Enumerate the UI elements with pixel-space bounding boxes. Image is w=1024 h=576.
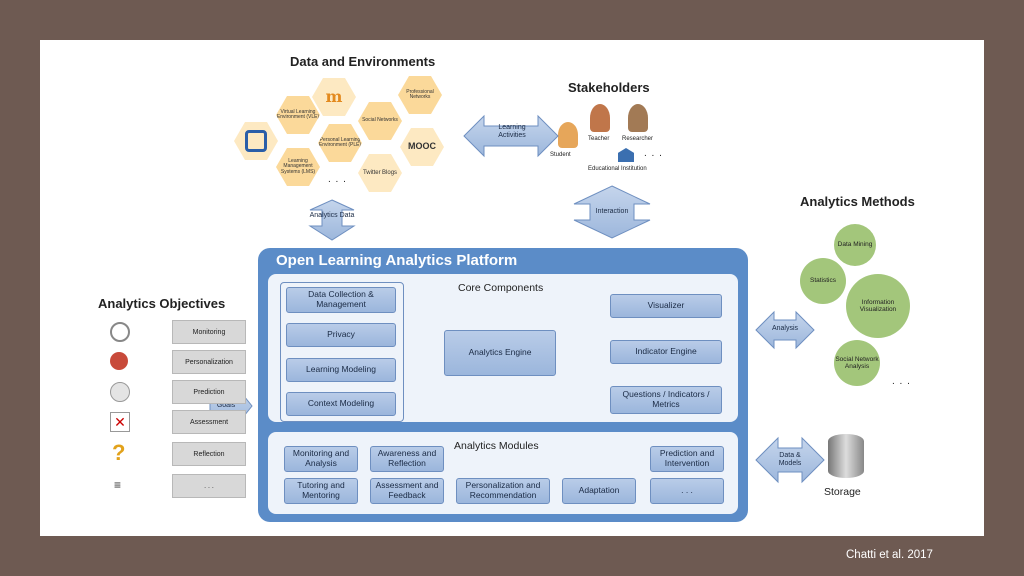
twitter-label: Twitter [362, 169, 381, 176]
stakeholders-title: Stakeholders [568, 80, 650, 95]
core-privacy: Privacy [286, 323, 396, 347]
module-assessment: Assessment and Feedback [370, 478, 444, 504]
researcher-icon [628, 104, 648, 132]
learning-activities-arrow [463, 114, 559, 158]
mooc-label: MOOC [408, 141, 436, 152]
teacher-icon [590, 104, 610, 132]
interaction-arrow [573, 185, 651, 239]
hex-vle: Virtual Learning Environment (VLE) [276, 96, 320, 134]
core-visualizer: Visualizer [610, 294, 722, 318]
slide: Data and Environments Virtual Learning E… [40, 40, 984, 536]
moodle-icon: m [325, 87, 343, 107]
hex-mooc: MOOC [400, 128, 444, 166]
analysis-arrow [755, 310, 815, 350]
hex-twitter-blogs: Twitter Blogs [358, 154, 402, 192]
interaction-label: Interaction [595, 208, 629, 215]
data-models-label: Data & Models [778, 452, 802, 468]
goals-label: Goals [216, 402, 236, 409]
target-icon [110, 352, 128, 370]
core-title: Core Components [458, 282, 544, 294]
objective-monitoring: Monitoring [172, 320, 246, 344]
institution-label: Educational Institution [588, 166, 647, 172]
objective-prediction: Prediction [172, 380, 246, 404]
core-learning-modeling: Learning Modeling [286, 358, 396, 382]
hex-ple: Personal Learning Environment (PLE) [318, 124, 362, 162]
gear-information-visualization: Information Visualization [846, 274, 910, 338]
stakeholders-more: . . . [644, 148, 663, 159]
student-icon [558, 122, 578, 148]
methods-title: Analytics Methods [800, 194, 915, 209]
hex-moodle-logo: m [312, 78, 356, 116]
analytics-engine: Analytics Engine [444, 330, 556, 376]
lms-logo-icon [245, 130, 267, 152]
gear-statistics: Statistics [800, 258, 846, 304]
objective-assessment: Assessment [172, 410, 246, 434]
core-questions: Questions / Indicators / Metrics [610, 386, 722, 414]
module-tutoring: Tutoring and Mentoring [284, 478, 358, 504]
citation: Chatti et al. 2017 [846, 549, 933, 561]
module-prediction: Prediction and Intervention [650, 446, 724, 472]
teacher-label: Teacher [588, 136, 610, 142]
methods-more: . . . [892, 376, 911, 387]
core-indicator-engine: Indicator Engine [610, 340, 722, 364]
objectives-title: Analytics Objectives [98, 296, 226, 311]
magnifier-icon [110, 322, 130, 342]
institution-icon [618, 148, 634, 162]
analytics-data-label: Analytics Data [309, 212, 355, 219]
module-personalization: Personalization and Recommendation [456, 478, 550, 504]
env-more: . . . [328, 174, 347, 185]
list-icon: ≡ [114, 478, 122, 492]
core-context-modeling: Context Modeling [286, 392, 396, 416]
module-adaptation: Adaptation [562, 478, 636, 504]
hex-professional: Professional Networks [398, 76, 442, 114]
gear-social-network-analysis: Social Network Analysis [834, 340, 880, 386]
researcher-label: Researcher [622, 136, 654, 142]
student-label: Student [550, 152, 571, 158]
learning-activities-label: Learning Activities [498, 124, 526, 140]
data-environments-title: Data and Environments [290, 54, 436, 69]
hex-lms: Learning Management Systems (LMS) [276, 148, 320, 186]
core-data-collection: Data Collection & Management [286, 287, 396, 313]
database-icon [828, 434, 864, 478]
question-icon: ? [112, 440, 126, 465]
blogs-label: Blogs [382, 169, 398, 176]
objective-more: . . . [172, 474, 246, 498]
objective-personalization: Personalization [172, 350, 246, 374]
storage-label: Storage [824, 486, 861, 498]
hex-social: Social Networks [358, 102, 402, 140]
crystal-ball-icon [110, 382, 130, 402]
gear-data-mining: Data Mining [834, 224, 876, 266]
core-left-group [280, 282, 404, 422]
module-monitoring: Monitoring and Analysis [284, 446, 358, 472]
modules-title: Analytics Modules [454, 440, 539, 452]
platform-title: Open Learning Analytics Platform [276, 252, 518, 269]
module-awareness: Awareness and Reflection [370, 446, 444, 472]
analysis-label: Analysis [771, 325, 799, 332]
data-models-arrow [755, 436, 825, 484]
module-more: . . . [650, 478, 724, 504]
checklist-icon: ✕ [110, 412, 130, 432]
objective-reflection: Reflection [172, 442, 246, 466]
analytics-data-arrow-shape [308, 199, 356, 241]
